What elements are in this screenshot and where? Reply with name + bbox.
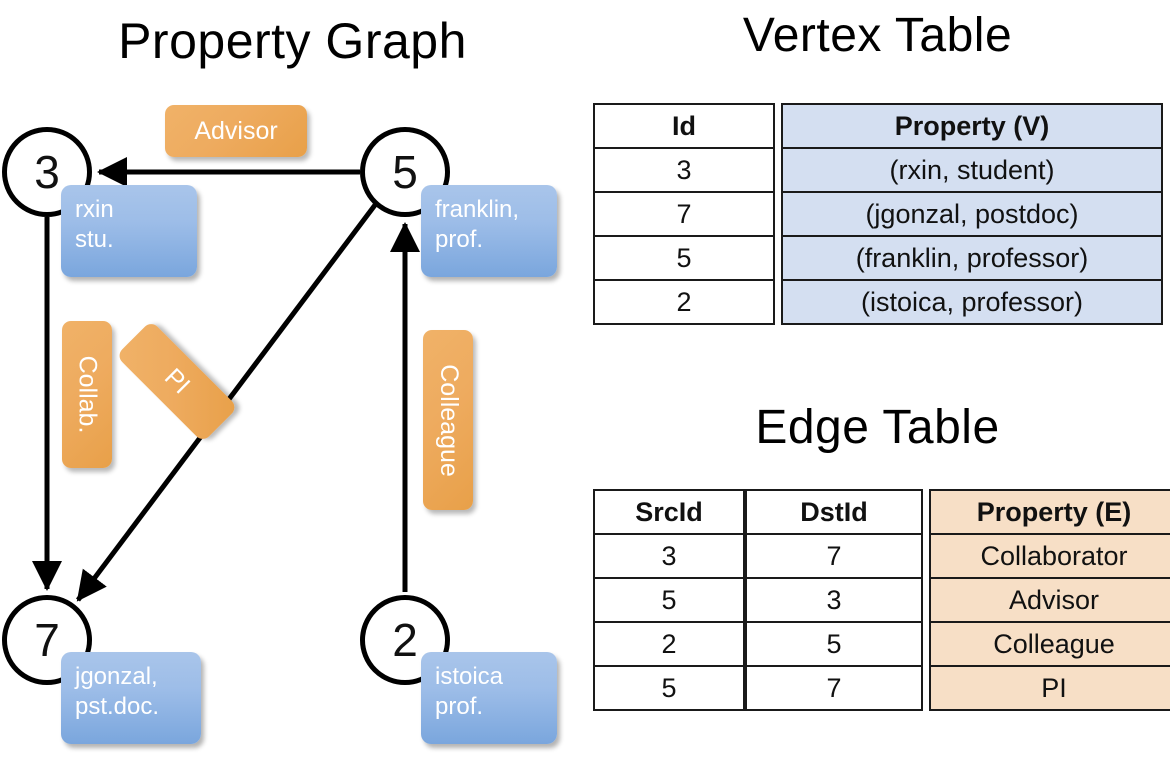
edge-label-text: PI xyxy=(159,362,196,400)
edge-label-colleague: Colleague xyxy=(423,330,473,510)
node-property-box-3: rxin stu. xyxy=(61,185,197,277)
edge-header-property: Property (E) xyxy=(929,489,1170,535)
vertex-table: Id 3 7 5 2 Property (V) xyxy=(593,103,1163,325)
table-row: 2 xyxy=(593,279,775,325)
table-row: 7 xyxy=(593,191,775,237)
edge-label-text: Advisor xyxy=(194,116,278,145)
node-property-line: pst.doc. xyxy=(75,693,160,720)
table-row: PI xyxy=(929,665,1170,711)
edge-cell-srcid: 3 xyxy=(593,533,745,579)
edge-cell-dstid: 7 xyxy=(745,533,923,579)
vertex-cell-id: 2 xyxy=(593,279,775,325)
vertex-table-property-column: Property (V) (rxin, student) (jgonzal, p… xyxy=(781,103,1163,325)
table-row: 5 xyxy=(593,577,745,623)
vertex-cell-property: (franklin, professor) xyxy=(781,235,1163,281)
table-row: 3 xyxy=(593,533,745,579)
node-property-line: franklin, xyxy=(435,196,520,223)
edge-table-srcid-column: SrcId 3 5 2 5 xyxy=(593,489,745,711)
edge-header-dstid: DstId xyxy=(745,489,923,535)
vertex-cell-id: 7 xyxy=(593,191,775,237)
edge-cell-property: Collaborator xyxy=(929,533,1170,579)
page-title-vertex-table: Vertex Table xyxy=(742,9,1013,62)
table-row: (istoica, professor) xyxy=(781,279,1163,325)
table-row: Advisor xyxy=(929,577,1170,623)
node-property-line: jgonzal, xyxy=(75,663,158,690)
table-header-row: Property (E) xyxy=(929,489,1170,535)
vertex-cell-property: (istoica, professor) xyxy=(781,279,1163,325)
edge-cell-property: Advisor xyxy=(929,577,1170,623)
edge-table-dstid-column: DstId 7 3 5 7 xyxy=(745,489,923,711)
table-header-row: DstId xyxy=(745,489,923,535)
edge-label-collab: Collab. xyxy=(62,321,112,468)
table-row: 3 xyxy=(593,147,775,193)
node-property-box-2: istoica prof. xyxy=(421,652,557,744)
table-row: (jgonzal, postdoc) xyxy=(781,191,1163,237)
edge-cell-srcid: 5 xyxy=(593,665,745,711)
table-row: Colleague xyxy=(929,621,1170,667)
edge-label-text: Colleague xyxy=(434,363,463,477)
node-property-line: istoica xyxy=(435,663,504,690)
edge-table-property-column: Property (E) Collaborator Advisor Collea… xyxy=(929,489,1170,711)
page-title-property-graph: Property Graph xyxy=(118,13,467,69)
vertex-table-id-column: Id 3 7 5 2 xyxy=(593,103,775,325)
edge-cell-dstid: 7 xyxy=(745,665,923,711)
edge-label-advisor: Advisor xyxy=(165,105,307,157)
vertex-cell-property: (rxin, student) xyxy=(781,147,1163,193)
table-row: 2 xyxy=(593,621,745,667)
graph-node-5[interactable]: 5 xyxy=(360,127,450,217)
table-header-row: SrcId xyxy=(593,489,745,535)
edge-header-srcid: SrcId xyxy=(593,489,745,535)
vertex-header-property: Property (V) xyxy=(781,103,1163,149)
table-header-row: Id xyxy=(593,103,775,149)
edge-label-text: Collab. xyxy=(73,355,102,434)
table-row: 7 xyxy=(745,665,923,711)
table-row: (franklin, professor) xyxy=(781,235,1163,281)
graph-node-2[interactable]: 2 xyxy=(360,595,450,685)
node-property-line: prof. xyxy=(435,226,484,253)
vertex-cell-id: 3 xyxy=(593,147,775,193)
vertex-cell-id: 5 xyxy=(593,235,775,281)
table-row: 3 xyxy=(745,577,923,623)
vertex-cell-property: (jgonzal, postdoc) xyxy=(781,191,1163,237)
table-row: 5 xyxy=(593,235,775,281)
page-title-edge-table: Edge Table xyxy=(755,401,1000,454)
table-row: (rxin, student) xyxy=(781,147,1163,193)
node-property-line: prof. xyxy=(435,693,484,720)
edge-cell-dstid: 3 xyxy=(745,577,923,623)
table-row: Collaborator xyxy=(929,533,1170,579)
edge-cell-property: Colleague xyxy=(929,621,1170,667)
node-property-line: stu. xyxy=(75,226,114,253)
table-header-row: Property (V) xyxy=(781,103,1163,149)
node-property-line: rxin xyxy=(75,196,114,223)
node-property-box-5: franklin, prof. xyxy=(421,185,557,277)
vertex-header-id: Id xyxy=(593,103,775,149)
edge-cell-property: PI xyxy=(929,665,1170,711)
edge-cell-dstid: 5 xyxy=(745,621,923,667)
node-property-box-7: jgonzal, pst.doc. xyxy=(61,652,201,744)
table-row: 7 xyxy=(745,533,923,579)
edge-cell-srcid: 2 xyxy=(593,621,745,667)
table-row: 5 xyxy=(593,665,745,711)
table-row: 5 xyxy=(745,621,923,667)
edge-table: SrcId 3 5 2 5 DstId xyxy=(593,489,1170,711)
edge-cell-srcid: 5 xyxy=(593,577,745,623)
